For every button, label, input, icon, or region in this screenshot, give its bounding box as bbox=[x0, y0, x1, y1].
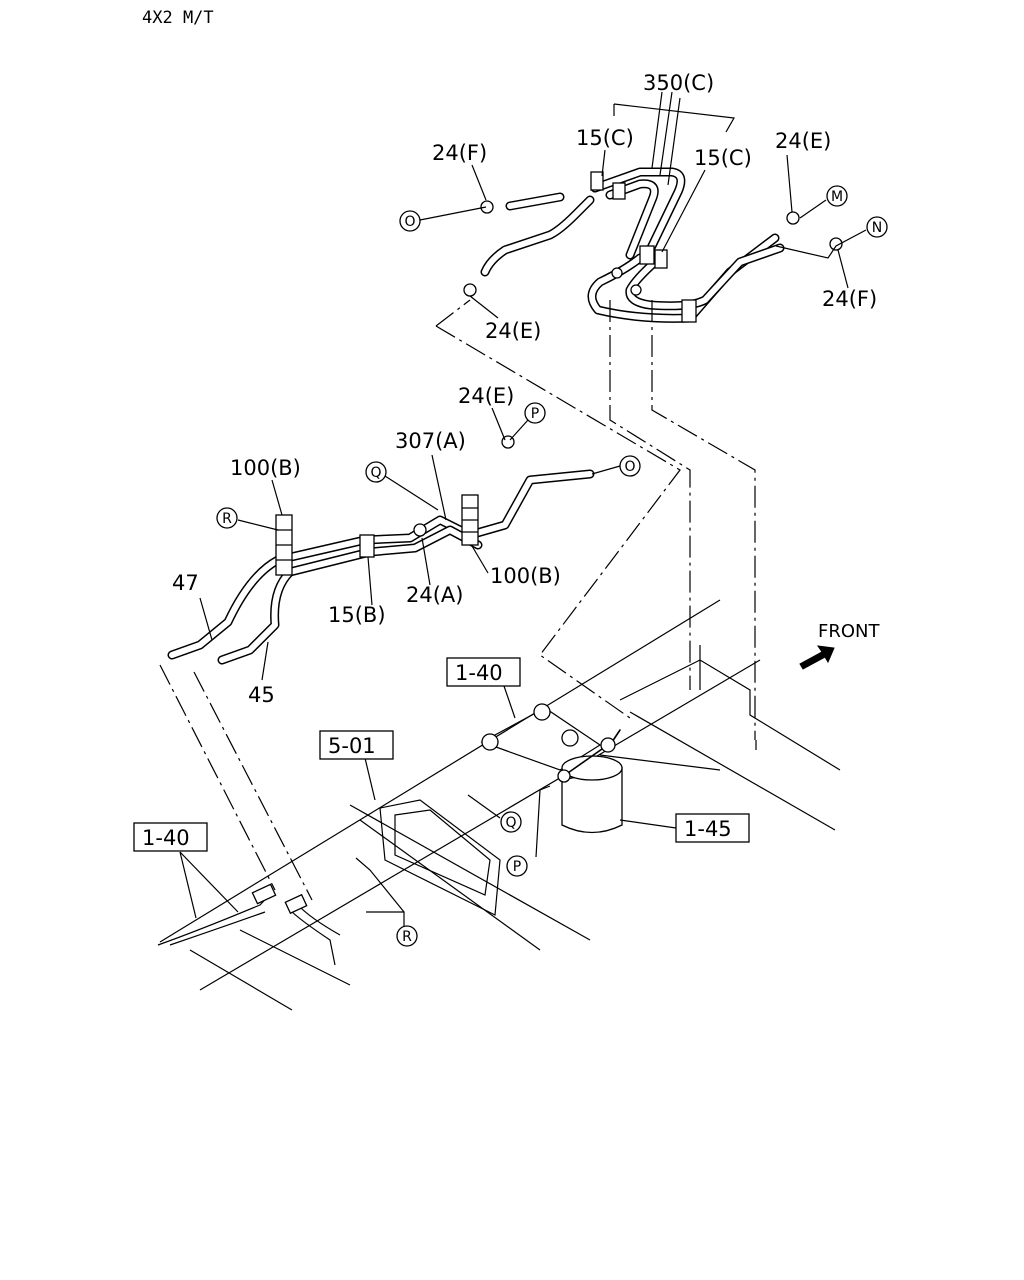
svg-text:N: N bbox=[872, 220, 882, 236]
label-350c: 350(C) bbox=[643, 71, 714, 95]
connector-r-top: R bbox=[216, 507, 238, 529]
connector-n: N bbox=[866, 216, 888, 238]
label-24f-top: 24(F) bbox=[432, 141, 487, 165]
chassis-frame bbox=[157, 599, 841, 1011]
ref-1-45-text: 1-45 bbox=[684, 817, 732, 841]
ref-box-5-01 bbox=[319, 730, 394, 760]
variant-label: 4X2 M/T bbox=[142, 8, 214, 28]
label-24f-right: 24(F) bbox=[822, 287, 877, 311]
fuel-filter bbox=[480, 703, 623, 834]
connector-q-top: Q bbox=[365, 461, 387, 483]
svg-text:M: M bbox=[831, 189, 843, 205]
connector-q-bot: Q bbox=[500, 811, 522, 833]
svg-text:O: O bbox=[624, 459, 635, 475]
connector-r-bot: R bbox=[396, 925, 418, 947]
label-24a: 24(A) bbox=[406, 583, 463, 607]
ref-box-1-40-left bbox=[133, 822, 208, 852]
label-15c-right: 15(C) bbox=[694, 146, 752, 170]
ref-box-1-40-top bbox=[446, 657, 521, 687]
svg-text:Q: Q bbox=[370, 465, 381, 481]
svg-text:O: O bbox=[404, 214, 415, 230]
connector-p-bot: P bbox=[506, 855, 528, 877]
pipe-assembly-307a bbox=[167, 435, 595, 665]
label-45: 45 bbox=[248, 683, 275, 707]
ref-box-1-45 bbox=[675, 813, 750, 843]
front-label: FRONT bbox=[818, 621, 880, 642]
connector-o-mid: O bbox=[619, 455, 641, 477]
svg-text:P: P bbox=[513, 859, 521, 875]
svg-text:R: R bbox=[402, 929, 412, 945]
label-307a: 307(A) bbox=[395, 429, 466, 453]
label-24e-top-right: 24(E) bbox=[775, 129, 831, 153]
ref-5-01-text: 5-01 bbox=[328, 734, 376, 758]
connector-m: M bbox=[826, 185, 848, 207]
ref-1-40-top-text: 1-40 bbox=[455, 661, 503, 685]
svg-text:P: P bbox=[531, 406, 539, 422]
label-24e-mid: 24(E) bbox=[458, 384, 514, 408]
label-15c-left: 15(C) bbox=[576, 126, 634, 150]
label-100b-right: 100(B) bbox=[490, 564, 561, 588]
label-15b: 15(B) bbox=[328, 603, 386, 627]
connector-o-top: O bbox=[399, 210, 421, 232]
svg-text:R: R bbox=[222, 511, 232, 527]
label-24e-top-left: 24(E) bbox=[485, 319, 541, 343]
label-100b-left: 100(B) bbox=[230, 456, 301, 480]
connector-p-top: P bbox=[524, 402, 546, 424]
front-arrow-icon bbox=[799, 645, 835, 670]
svg-text:Q: Q bbox=[505, 815, 516, 831]
label-47: 47 bbox=[172, 571, 199, 595]
ref-1-40-left-text: 1-40 bbox=[142, 826, 190, 850]
pipe-assembly-350c bbox=[463, 167, 843, 323]
